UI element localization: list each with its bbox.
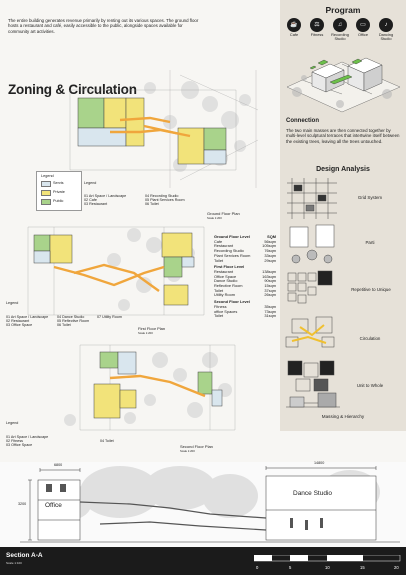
program-item-dancing: ♪ Dancing Studio xyxy=(375,18,397,41)
label-unit-to-whole: Unit to Whole xyxy=(356,383,384,388)
connection-text: The two main masses are then connected t… xyxy=(286,128,400,144)
second-labels-b: 04 Toilet xyxy=(100,438,114,443)
legend-box: Legend Servis Private Public xyxy=(36,171,82,211)
program-item-office: ▭ Office xyxy=(352,18,374,37)
page-title: Zoning & Circulation xyxy=(8,82,137,97)
ground-floor-plan xyxy=(69,70,259,188)
design-analysis-diagrams xyxy=(285,178,340,408)
section-room-dance: Dance Studio xyxy=(293,490,333,497)
section-title: Section A-A xyxy=(6,552,43,559)
first-labels-c: 07 Utility Room xyxy=(97,314,123,319)
section-room-office: Office xyxy=(45,502,62,509)
laptop-icon: ▭ xyxy=(356,18,370,32)
label-circulation: Circulation xyxy=(359,336,381,341)
scale-tick-5: 5 xyxy=(289,565,292,570)
massing-hierarchy-caption: Massing & Hierarchy xyxy=(321,414,365,419)
unit-to-whole-diagram xyxy=(287,360,335,392)
first-legend-title: Legend xyxy=(6,301,19,305)
label-grid-system: Grid System xyxy=(357,195,383,200)
repetitive-diagram xyxy=(287,270,333,304)
label-parti: Parti xyxy=(365,240,375,245)
scale-tick-20: 20 xyxy=(394,565,399,570)
label-repetitive-unique: Repetitive to Unique xyxy=(351,287,391,292)
massing-diagram xyxy=(286,392,340,408)
program-item-cafe: ☕ Cafe xyxy=(283,18,305,37)
scale-bar xyxy=(254,555,401,562)
legend-swatch-public xyxy=(41,199,51,205)
section-drawing xyxy=(0,462,406,548)
legend-swatch-servis xyxy=(41,181,51,187)
microphone-icon: ♫ xyxy=(333,18,347,32)
dancer-icon: ♪ xyxy=(379,18,393,32)
legend-swatch-private xyxy=(41,190,51,196)
first-floor-plan xyxy=(27,226,205,316)
dim-left: 6800 xyxy=(54,463,63,467)
second-legend-title: Legend xyxy=(6,421,19,425)
section-scale: Scale 1:100 xyxy=(6,561,22,565)
connection-title: Connection xyxy=(286,118,319,124)
intro-text: The entire building generates revenue pr… xyxy=(8,18,199,34)
grid-system-diagram xyxy=(287,178,337,219)
axonometric-model xyxy=(286,57,401,113)
dim-height: 3200 xyxy=(18,502,27,506)
ground-legend-title: Legend xyxy=(84,181,97,185)
parti-diagram xyxy=(289,224,335,264)
program-item-fitness: ⚖ Fitness xyxy=(306,18,328,37)
scale-tick-10: 10 xyxy=(325,565,330,570)
scale-tick-15: 15 xyxy=(360,565,365,570)
cup-icon: ☕ xyxy=(287,18,301,32)
dumbbell-icon: ⚖ xyxy=(310,18,324,32)
program-item-recording: ♫ Recording Studio xyxy=(329,18,351,41)
second-floor-plan xyxy=(64,344,236,431)
scale-tick-0: 0 xyxy=(256,565,259,570)
dim-right: 14800 xyxy=(314,461,325,465)
design-analysis-title: Design Analysis xyxy=(316,166,370,173)
program-title: Program xyxy=(325,5,361,15)
circulation-diagram xyxy=(285,316,335,348)
